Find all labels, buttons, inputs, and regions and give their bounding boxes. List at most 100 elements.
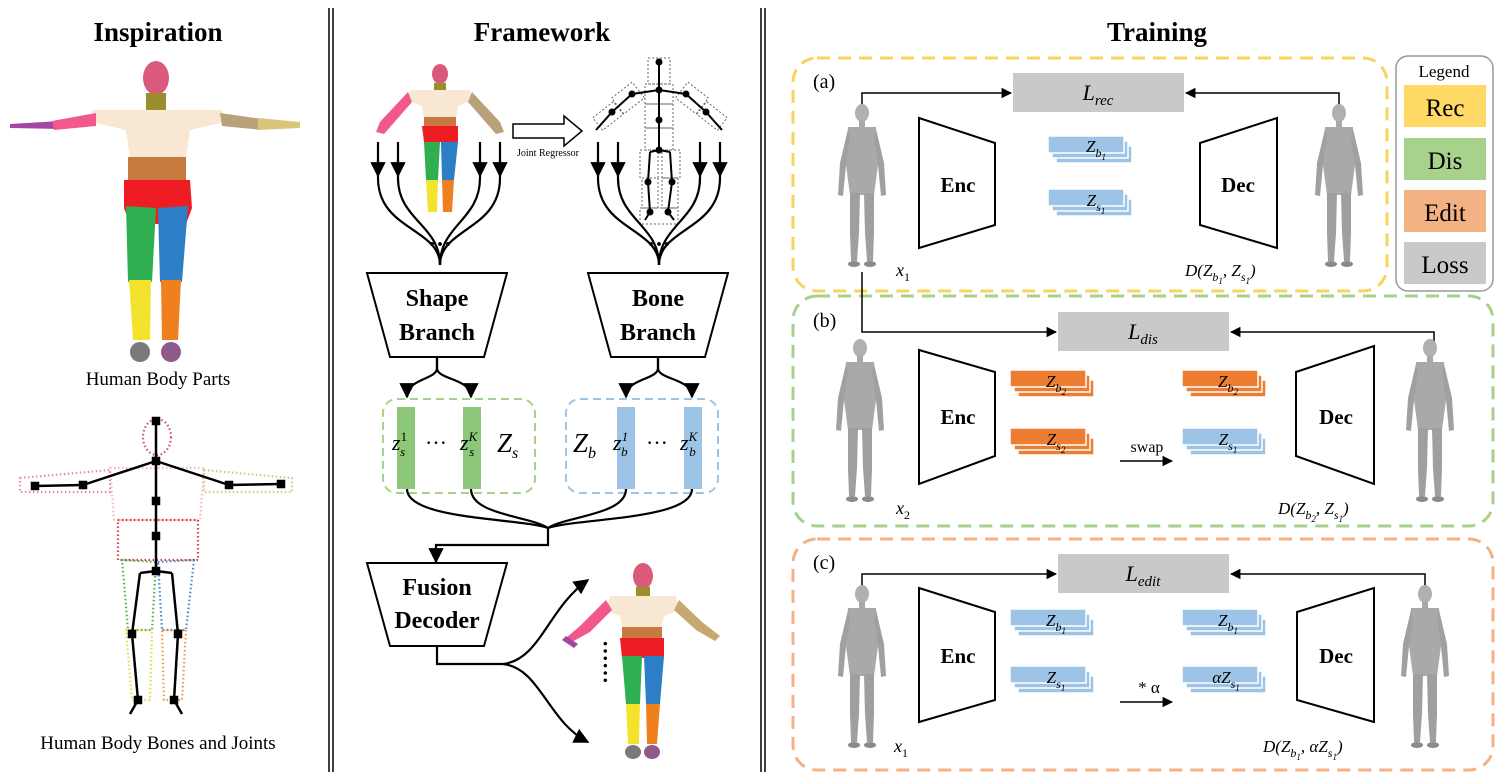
- svg-text:Enc: Enc: [940, 173, 975, 197]
- inspiration-heading: Inspiration: [93, 17, 222, 47]
- legend-label-rec: Rec: [1426, 95, 1465, 122]
- svg-text:Fusion: Fusion: [402, 575, 471, 601]
- legend-label-dis: Dis: [1428, 148, 1463, 175]
- svg-text:···: ···: [425, 430, 447, 455]
- framework-skeleton-figure: [592, 57, 728, 225]
- svg-text:zKs: zKs: [459, 429, 479, 459]
- output-label: D(Zb2, Zs1): [1277, 499, 1349, 524]
- output-human-figure: [1406, 339, 1454, 502]
- legend-label-edit: Edit: [1424, 200, 1466, 227]
- shape-inputs-ellipsis: ···: [428, 232, 452, 258]
- shape-branch-outputs: [399, 357, 479, 399]
- svg-text:αZs1: αZs1: [1212, 668, 1240, 693]
- output-human-figure: [1315, 104, 1363, 267]
- body-bones-figure: [18, 416, 294, 715]
- encoder-block: [918, 586, 996, 724]
- legend-label-loss: Loss: [1421, 252, 1468, 279]
- panel-label: (c): [813, 552, 835, 574]
- legend: Legend Rec Dis Edit Loss: [1395, 55, 1494, 292]
- svg-text:Zb1: Zb1: [1086, 137, 1106, 162]
- svg-text:Zs: Zs: [497, 428, 518, 462]
- alpha-scale-label: * α: [1138, 678, 1160, 697]
- legend-title: Legend: [1419, 62, 1470, 81]
- input-human-figure: [838, 585, 886, 748]
- panel-label: (b): [813, 310, 836, 332]
- panel-rec: (a) Lrec Enc Dec Zb1 Zs1 x1 D(Zb1, Zs1): [791, 56, 1389, 293]
- svg-text:Decoder: Decoder: [394, 608, 480, 634]
- legend-swatch-edit: [1404, 190, 1486, 232]
- body-bones-caption: Human Body Bones and Joints: [40, 733, 275, 754]
- body-parts-figure: [10, 61, 300, 362]
- svg-text:Zb: Zb: [573, 428, 596, 462]
- loss-box: [1013, 73, 1184, 112]
- panel-label: (a): [813, 71, 835, 93]
- swap-label: swap: [1131, 439, 1164, 456]
- svg-text:Dec: Dec: [1319, 405, 1353, 429]
- outputs-vertical-ellipsis: ······: [593, 640, 618, 684]
- svg-text:x1: x1: [895, 260, 910, 284]
- svg-text:x2: x2: [895, 498, 910, 522]
- legend-swatch-rec: [1404, 85, 1486, 127]
- bone-branch-inputs: [590, 142, 728, 266]
- fusion-decoder-outputs: [435, 579, 590, 743]
- shape-branch-block: Shape Branch: [365, 272, 509, 358]
- svg-text:Dec: Dec: [1319, 644, 1353, 668]
- svg-text:Dec: Dec: [1221, 173, 1255, 197]
- framework-heading: Framework: [474, 17, 610, 47]
- svg-text:Zs1: Zs1: [1219, 430, 1238, 455]
- svg-text:Zb1: Zb1: [1218, 611, 1238, 636]
- fusion-merge-lines: [405, 488, 694, 564]
- loss-box: [1058, 312, 1229, 351]
- legend-swatch-dis: [1404, 138, 1486, 180]
- training-heading: Training: [1107, 17, 1208, 47]
- svg-text:Lrec: Lrec: [1082, 80, 1114, 109]
- svg-text:Shape: Shape: [406, 286, 469, 312]
- encoder-block: [918, 348, 996, 486]
- svg-text:Zb2: Zb2: [1218, 372, 1238, 397]
- svg-text:Zs2: Zs2: [1047, 430, 1066, 455]
- decoder-block: [1295, 344, 1375, 486]
- svg-text:Zs1: Zs1: [1047, 668, 1066, 693]
- output-human-figure: [1401, 585, 1449, 748]
- column-divider-left: [328, 8, 334, 772]
- svg-text:Ldis: Ldis: [1127, 319, 1158, 348]
- shape-branch-inputs: [370, 142, 508, 266]
- svg-text:Branch: Branch: [399, 320, 475, 346]
- fusion-decoder-block: Fusion Decoder: [365, 562, 509, 647]
- svg-text:Enc: Enc: [940, 644, 975, 668]
- svg-text:Ledit: Ledit: [1125, 561, 1162, 590]
- input-human-figure: [836, 339, 884, 502]
- svg-text:x1: x1: [893, 736, 908, 760]
- encoder-block: [918, 116, 996, 250]
- legend-swatch-loss: [1404, 242, 1486, 284]
- svg-text:Zb2: Zb2: [1046, 372, 1066, 397]
- bone-branch-outputs: [618, 357, 700, 399]
- joint-regressor-arrow: [512, 114, 584, 148]
- svg-text:zKb: zKb: [679, 429, 699, 459]
- svg-text:z1b: z1b: [612, 429, 628, 459]
- framework-body-parts-figure: [376, 64, 504, 212]
- bone-branch-block: Bone Branch: [586, 272, 730, 358]
- svg-text:Branch: Branch: [620, 320, 696, 346]
- svg-text:Zb1: Zb1: [1046, 611, 1066, 636]
- framework-output-body-figure: [562, 563, 720, 759]
- input-human-figure: [838, 104, 886, 267]
- svg-text:Zs1: Zs1: [1087, 191, 1106, 216]
- decoder-block: [1199, 116, 1278, 250]
- output-label: D(Zb1, Zs1): [1184, 261, 1256, 286]
- svg-text:Bone: Bone: [632, 286, 684, 312]
- column-divider-right: [760, 8, 766, 772]
- decoder-block: [1296, 586, 1375, 724]
- loss-box: [1058, 554, 1229, 593]
- svg-text:z1s: z1s: [391, 429, 407, 459]
- output-label: D(Zb1, αZs1): [1262, 737, 1343, 762]
- bone-inputs-ellipsis: ···: [647, 232, 671, 258]
- body-parts-caption: Human Body Parts: [86, 369, 231, 390]
- panel-edit: (c) Ledit Enc Dec Zb1 Zs1 Zb1 αZs1 * α x…: [791, 537, 1495, 772]
- joint-regressor-label: Joint Regressor: [517, 148, 580, 159]
- panel-dis: (b) Ldis Enc Dec Zb2 Zs2 Zb2 Zs1 swap x2…: [791, 272, 1495, 528]
- svg-text:Enc: Enc: [940, 405, 975, 429]
